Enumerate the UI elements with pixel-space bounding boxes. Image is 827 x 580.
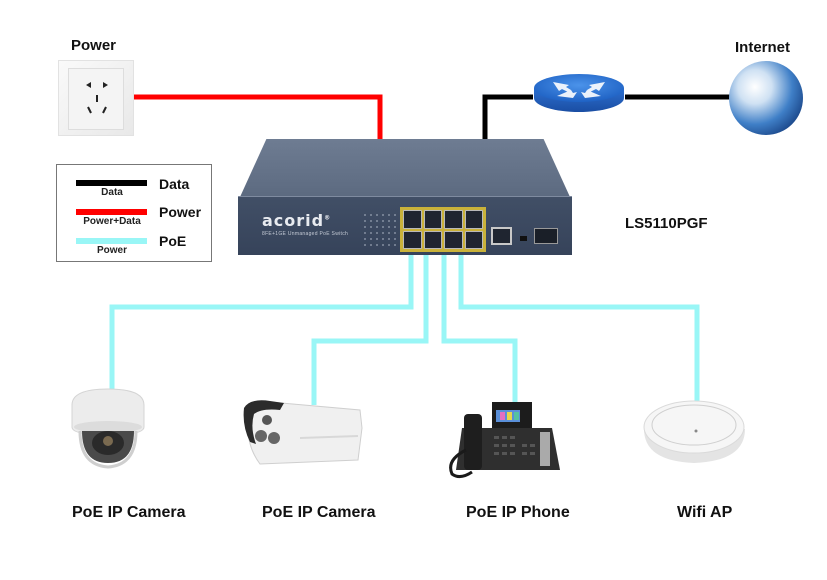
wifi-ap-icon bbox=[643, 400, 745, 463]
socket-holes bbox=[86, 82, 108, 114]
model-label: LS5110PGF bbox=[625, 215, 708, 232]
poe-line-dome-camera bbox=[109, 255, 414, 390]
ip-phone-icon bbox=[449, 402, 560, 479]
poe-port-block bbox=[400, 207, 486, 252]
legend-poe-sub: Power bbox=[96, 245, 127, 256]
data-line-switch-router bbox=[482, 94, 533, 140]
poe-port[interactable] bbox=[403, 230, 422, 249]
legend-power-name: Power bbox=[159, 204, 202, 220]
switch-subtitle: 8FE+1GE Unmanaged PoE Switch bbox=[262, 231, 349, 237]
brand-mark: ® bbox=[324, 214, 332, 222]
legend-poe-name: PoE bbox=[159, 233, 187, 249]
legend-power-swatch bbox=[76, 209, 147, 215]
switch-brand-logo: acorid® bbox=[262, 211, 331, 230]
poe-port[interactable] bbox=[423, 230, 442, 249]
uplink-port[interactable] bbox=[491, 227, 512, 245]
poe-line-bullet-camera bbox=[311, 255, 429, 405]
device-label-ip-phone: PoE IP Phone bbox=[466, 504, 570, 521]
poe-port[interactable] bbox=[464, 210, 483, 229]
device-label-wifi-ap: Wifi AP bbox=[677, 504, 733, 521]
legend-poe-swatch bbox=[76, 238, 147, 244]
legend-data-name: Data bbox=[159, 176, 190, 192]
legend-power-sub: Power+Data bbox=[83, 216, 141, 227]
legend-data-sub: Data bbox=[101, 187, 123, 198]
poe-port[interactable] bbox=[444, 230, 463, 249]
router-icon bbox=[534, 74, 624, 112]
globe-icon bbox=[729, 61, 803, 135]
internet-label: Internet bbox=[735, 39, 791, 56]
power-line bbox=[134, 94, 383, 140]
sfp-port[interactable] bbox=[534, 228, 558, 244]
power-label: Power bbox=[71, 37, 117, 54]
poe-line-ip-phone bbox=[441, 255, 518, 403]
power-socket-icon bbox=[58, 60, 134, 136]
poe-port[interactable] bbox=[464, 230, 483, 249]
dome-camera-icon bbox=[71, 388, 145, 469]
poe-line-wifi-ap bbox=[458, 255, 700, 402]
reset-button[interactable] bbox=[520, 236, 527, 241]
legend-data-swatch bbox=[76, 180, 147, 186]
status-leds bbox=[362, 212, 396, 246]
device-label-dome-camera: PoE IP Camera bbox=[72, 504, 186, 521]
brand-name: acorid bbox=[262, 211, 325, 230]
bullet-camera-icon bbox=[243, 400, 363, 465]
poe-port[interactable] bbox=[403, 210, 422, 229]
legend: Data Data Power+Data Power Power PoE bbox=[56, 164, 212, 262]
poe-port[interactable] bbox=[444, 210, 463, 229]
poe-port[interactable] bbox=[423, 210, 442, 229]
switch-top-panel bbox=[240, 139, 570, 197]
device-label-bullet-camera: PoE IP Camera bbox=[262, 504, 376, 521]
